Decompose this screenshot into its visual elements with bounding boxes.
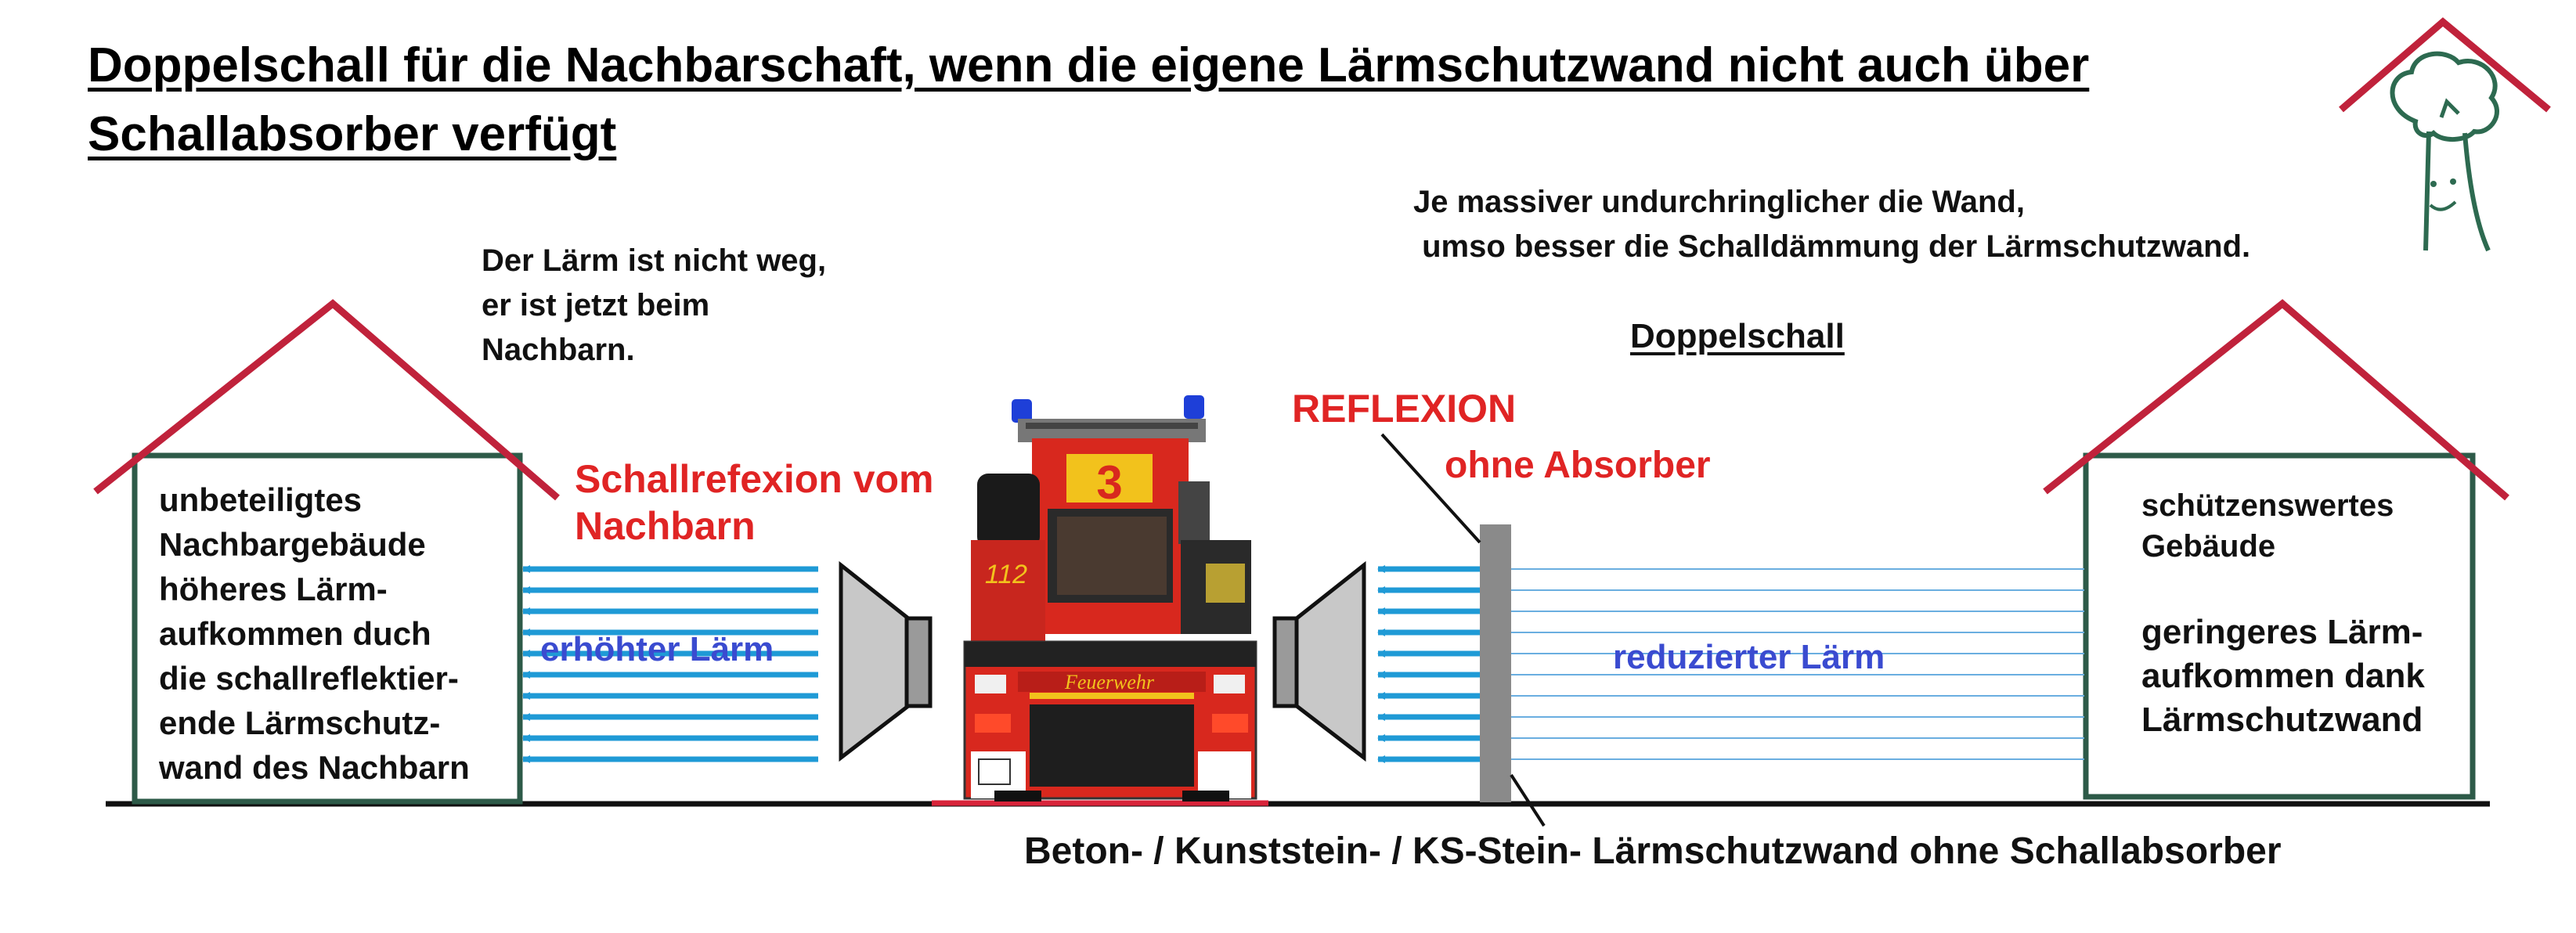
ohne-absorber-label: ohne Absorber — [1445, 445, 1711, 486]
right-house-roof — [2043, 299, 2509, 501]
left-house-text: unbeteiligtes Nachbargebäude höheres Lär… — [159, 481, 470, 786]
noise-barrier-wall — [1480, 524, 1511, 802]
right-house-wall — [2083, 452, 2476, 800]
logo-tree-crown — [2390, 51, 2499, 142]
logo-eye-right — [2450, 178, 2456, 185]
title-line-2: Schallabsorber verfügt — [88, 107, 617, 161]
logo-roof — [2339, 17, 2551, 113]
truck-brand: Feuerwehr — [1064, 671, 1155, 693]
tree-house-logo — [2339, 17, 2551, 252]
page-title: Doppelschall für die Nachbarschaft, wenn… — [88, 31, 2089, 169]
right-house-text-1: schützenswertes Gebäude — [2141, 488, 2394, 564]
note-right: Je massiver undurchringlicher die Wand, … — [1413, 185, 2251, 264]
logo-tree-branch — [2439, 98, 2460, 118]
logo-eye-left — [2430, 181, 2437, 187]
truck-emergency-number: 112 — [985, 560, 1027, 589]
right-lines — [1511, 568, 2084, 760]
left-house-wall — [132, 452, 523, 805]
right-speaker-icon — [1272, 560, 1366, 762]
left-house — [93, 299, 560, 805]
title-line-1: Doppelschall für die Nachbarschaft, wenn… — [88, 38, 2090, 92]
wall-caption: Beton- / Kunststein- / KS-Stein- Lärmsch… — [1024, 830, 2282, 872]
schallrefexion-label: Schallrefexion vom Nachbarn — [575, 457, 934, 548]
reflexion-label: REFLEXION — [1292, 387, 1517, 430]
left-arrows — [522, 565, 818, 763]
doppelschall-label: Doppelschall — [1630, 317, 1845, 355]
erhoehter-laerm-label: erhöhter Lärm — [540, 630, 774, 668]
reduzierter-laerm-label: reduzierter Lärm — [1613, 638, 1885, 676]
right-house-text-2: geringeres Lärm- aufkommen dank Lärmschu… — [2141, 613, 2425, 739]
reflexion-pointer — [1380, 433, 1481, 544]
left-speaker-icon — [839, 560, 933, 762]
truck-number: 3 — [1096, 456, 1122, 509]
fire-truck-icon: 3 112 Feuerwehr — [963, 395, 1257, 802]
logo-tree-trunk — [2423, 131, 2491, 252]
wall-caption-pointer — [1510, 773, 1546, 827]
left-house-roof — [93, 299, 560, 501]
logo-mouth — [2429, 200, 2457, 211]
note-left: Der Lärm ist nicht weg, er ist jetzt bei… — [482, 243, 827, 367]
reflection-arrows — [1377, 565, 1484, 763]
right-house — [2043, 299, 2509, 800]
